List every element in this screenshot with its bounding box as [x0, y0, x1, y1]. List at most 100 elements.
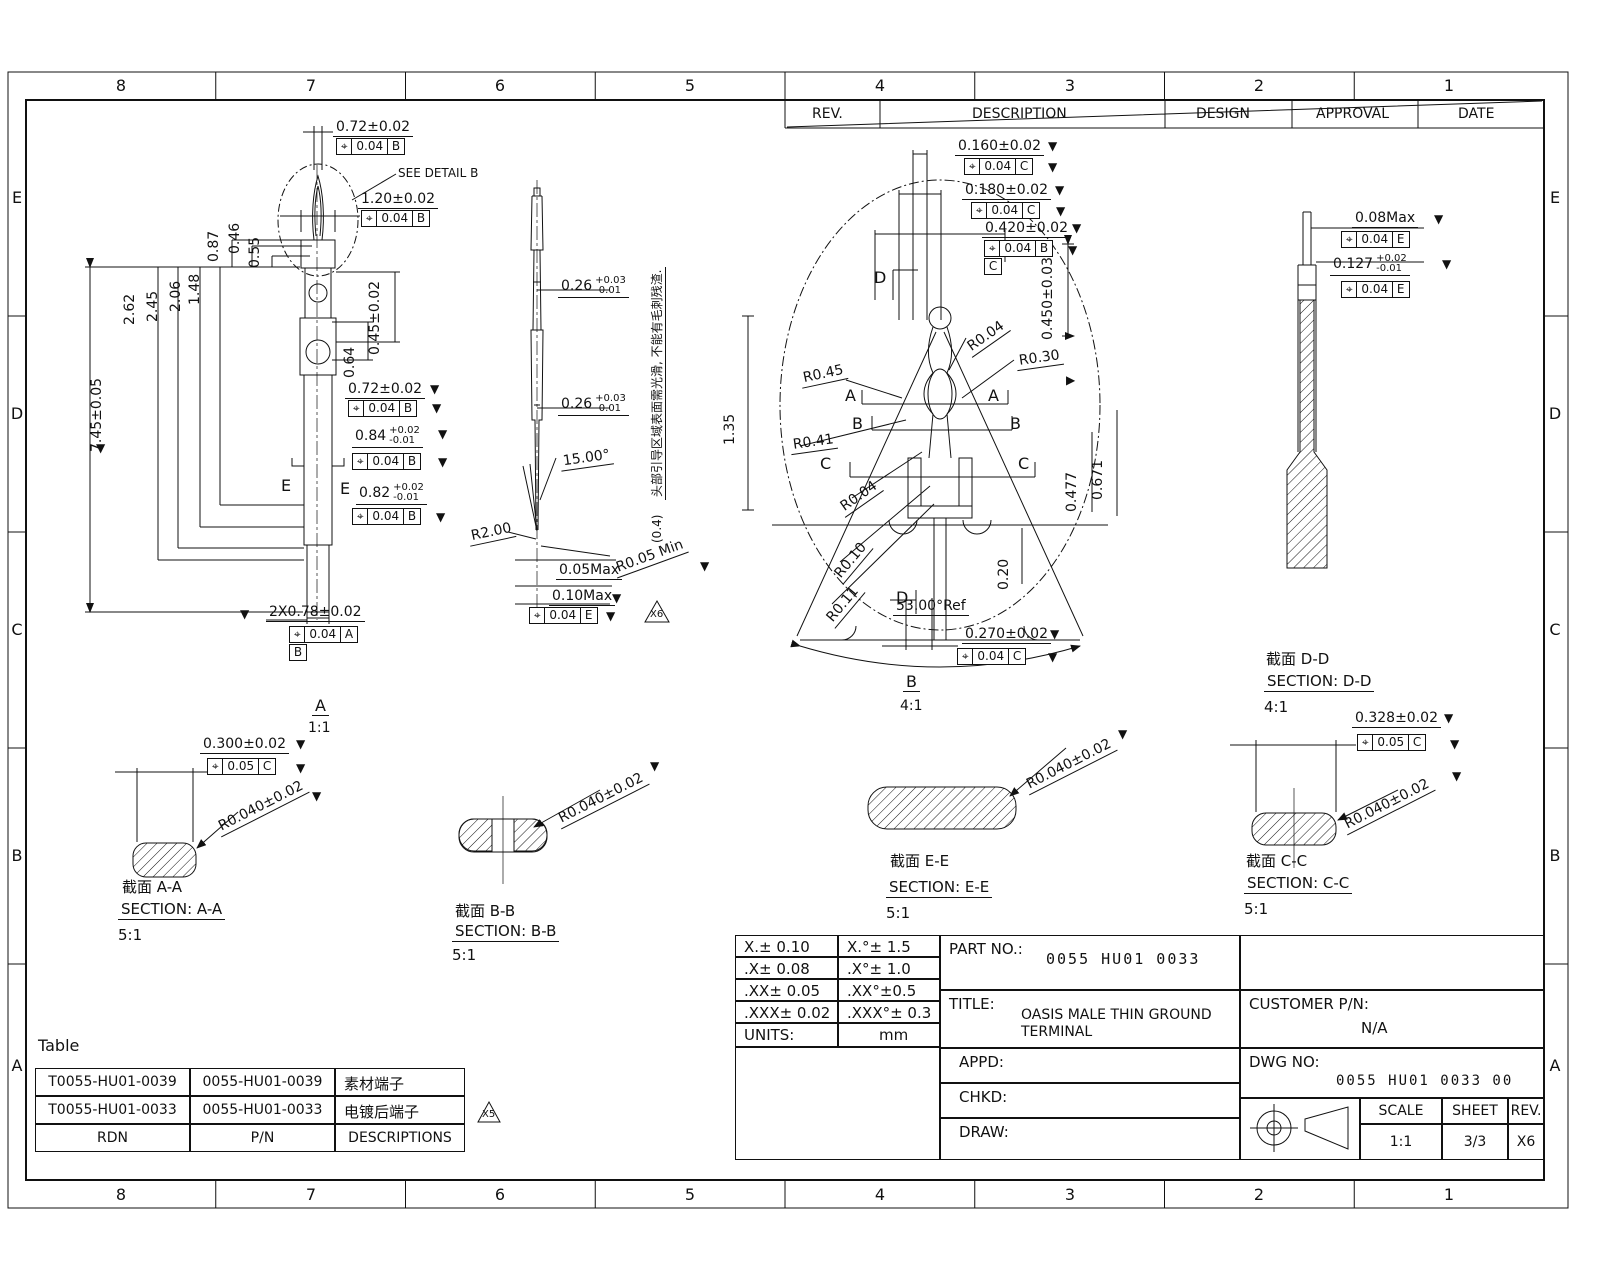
dwg-no-cell: DWG NO: 0055 HU01 0033 00 [1240, 1048, 1544, 1098]
section-dd-title-en: SECTION: D-D [1264, 672, 1375, 692]
zone-row: E [11, 188, 23, 207]
critical-dim-marker: ▼ [438, 427, 448, 441]
dim-0270: 0.270±0.02 [962, 626, 1051, 644]
customer-pn-value: N/A [1361, 1019, 1388, 1037]
critical-dim-marker: ▼ [312, 789, 322, 803]
zone-row: A [11, 1056, 23, 1075]
tol-cell: X.± 0.10 [735, 935, 838, 957]
critical-dim-marker: ▼ [650, 759, 660, 773]
section-aa-title-en: SECTION: A-A [118, 900, 226, 920]
critical-dim-marker: ▼ [1434, 212, 1444, 226]
dim-head-width: 1.20±0.02 [358, 191, 439, 209]
tol-cell: .X°± 1.0 [838, 957, 940, 979]
tol-cell: X.°± 1.5 [838, 935, 940, 957]
critical-dim-marker: ▼ [438, 455, 448, 469]
zone-col: 3 [1064, 76, 1076, 95]
zone-col: 4 [874, 76, 886, 95]
table-row-pn: 0055-HU01-0033 [190, 1096, 335, 1124]
table-row-desc: 电镀后端子 [335, 1096, 465, 1124]
critical-dim-marker: ▼ [430, 382, 440, 396]
cut-label-c: C [820, 454, 832, 473]
dim-angle-53: 53.00°Ref [893, 598, 969, 616]
tol-cell: .XX°±0.5 [838, 979, 940, 1001]
zone-col: 5 [684, 1185, 696, 1204]
part-no-value: 0055 HU01 0033 [1046, 950, 1201, 968]
zone-row: A [1549, 1056, 1561, 1075]
section-aa-scale: 5:1 [118, 926, 143, 944]
dim-046: 0.46 [227, 222, 243, 254]
chkd-cell: CHKD: [940, 1083, 1240, 1118]
dim-084: 0.84 +0.02-0.01 [352, 426, 423, 448]
zone-col: 1 [1443, 76, 1455, 95]
zone-row: C [11, 620, 23, 639]
cut-label-c: C [1018, 454, 1030, 473]
tol-cell: .XXX°± 0.3 [838, 1001, 940, 1023]
part-no-cell: PART NO.: 0055 HU01 0033 [940, 935, 1240, 990]
section-dd-scale: 4:1 [1264, 698, 1289, 716]
critical-dim-marker: ▼ [296, 737, 306, 751]
detail-b-label: B [903, 674, 920, 692]
tol-cell: .XX± 0.05 [735, 979, 838, 1001]
dim-045: 0.45±0.02 [367, 280, 383, 355]
zone-col: 3 [1064, 1185, 1076, 1204]
zone-row: D [10, 404, 24, 423]
dim-0450: 0.450±0.03 [1040, 257, 1056, 340]
appd-cell: APPD: [940, 1048, 1240, 1083]
dim-0300: 0.300±0.02 [200, 736, 289, 754]
cut-label-d: D [874, 268, 887, 287]
design-header: DESIGN [1196, 106, 1250, 122]
critical-dim-marker: ▼ [1048, 139, 1058, 153]
date-header: DATE [1458, 106, 1495, 122]
zone-col: 8 [115, 1185, 127, 1204]
section-ee-scale: 5:1 [886, 904, 911, 922]
dim-010max: 0.10Max [549, 588, 616, 606]
zone-row: D [1548, 404, 1562, 423]
table-footer-desc: DESCRIPTIONS [335, 1124, 465, 1152]
table-row-pn: 0055-HU01-0039 [190, 1068, 335, 1096]
dim-0420: 0.420±0.02 [982, 220, 1071, 238]
zone-col: 4 [874, 1185, 886, 1204]
view-a-label: A [312, 698, 329, 716]
dwg-no-value: 0055 HU01 0033 00 [1336, 1073, 1514, 1089]
note-04: (0.4) [650, 514, 664, 543]
zone-col: 2 [1253, 76, 1265, 95]
critical-dim-marker: ▼ [612, 591, 622, 605]
dim-245: 2.45 [145, 290, 161, 322]
revision-flag: X5 [482, 1109, 496, 1120]
tol-cell: .XXX± 0.02 [735, 1001, 838, 1023]
critical-dim-marker: ▼ [1068, 243, 1078, 257]
section-cc-title-en: SECTION: C-C [1244, 874, 1353, 894]
section-aa-title-cn: 截面 A-A [122, 878, 183, 896]
surface-note-cn: 头部引导区域表面需光滑, 不能有毛刺残渣. [650, 266, 666, 500]
critical-dim-marker: ▼ [1048, 650, 1058, 664]
dim-0127: 0.127 +0.02-0.01 [1330, 254, 1410, 276]
rev-header: REV. [812, 106, 843, 122]
critical-dim-marker: ▼ [1048, 160, 1058, 174]
dim-tip-width: 0.72±0.02 [333, 119, 414, 137]
section-dd-title-cn: 截面 D-D [1266, 650, 1330, 668]
sheet-header: SHEET [1442, 1098, 1508, 1124]
zone-row: B [1549, 846, 1561, 865]
cut-label-a: A [988, 386, 999, 405]
dim-0328: 0.328±0.02 [1352, 710, 1441, 728]
title-block-empty-cell [735, 1047, 940, 1160]
approval-header: APPROVAL [1316, 106, 1390, 122]
projection-symbol-cell [1240, 1098, 1360, 1160]
dim-135: 1.35 [722, 413, 738, 445]
customer-pn-cell: CUSTOMER P/N: N/A [1240, 990, 1544, 1048]
critical-dim-marker: ▼ [1050, 627, 1060, 641]
fcf-tail-datum2: B [288, 644, 308, 661]
dim-0180: 0.180±0.02 [962, 182, 1051, 200]
dim-087: 0.87 [206, 230, 222, 262]
